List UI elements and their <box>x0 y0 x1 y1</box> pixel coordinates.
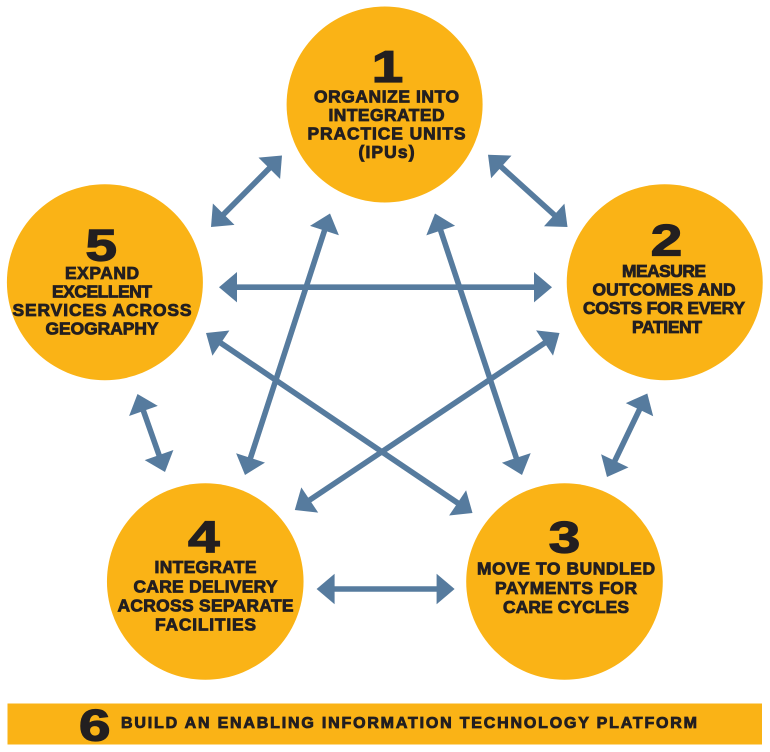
svg-text:PRACTICE UNITS: PRACTICE UNITS <box>308 123 466 143</box>
svg-text:1: 1 <box>372 42 403 92</box>
svg-text:ACROSS SEPARATE: ACROSS SEPARATE <box>118 595 294 615</box>
svg-text:3: 3 <box>549 512 580 562</box>
svg-text:EXPAND: EXPAND <box>65 263 139 283</box>
svg-text:4: 4 <box>188 512 220 562</box>
svg-text:MOVE TO BUNDLED: MOVE TO BUNDLED <box>477 559 655 579</box>
svg-text:INTEGRATE: INTEGRATE <box>155 557 257 577</box>
svg-text:INTEGRATED: INTEGRATED <box>329 105 445 125</box>
svg-text:ORGANIZE INTO: ORGANIZE INTO <box>314 86 459 106</box>
svg-text:OUTCOMES AND: OUTCOMES AND <box>593 280 736 300</box>
svg-text:PATIENT: PATIENT <box>632 317 702 337</box>
svg-text:(IPUs): (IPUs) <box>359 142 415 162</box>
svg-text:6: 6 <box>79 700 110 750</box>
svg-text:FACILITIES: FACILITIES <box>155 615 256 635</box>
svg-text:MEASURE: MEASURE <box>622 261 706 281</box>
svg-text:CARE DELIVERY: CARE DELIVERY <box>134 576 278 596</box>
svg-text:BUILD AN ENABLING INFORMATION: BUILD AN ENABLING INFORMATION TECHNOLOGY… <box>121 715 697 732</box>
svg-text:CARE CYCLES: CARE CYCLES <box>503 597 629 617</box>
svg-text:EXCELLENT: EXCELLENT <box>52 282 152 302</box>
svg-text:5: 5 <box>85 220 116 270</box>
svg-text:PAYMENTS FOR: PAYMENTS FOR <box>495 578 637 598</box>
svg-text:2: 2 <box>651 215 682 265</box>
svg-text:COSTS FOR EVERY: COSTS FOR EVERY <box>583 298 745 318</box>
svg-text:SERVICES ACROSS: SERVICES ACROSS <box>13 300 192 320</box>
svg-text:GEOGRAPHY: GEOGRAPHY <box>46 319 159 339</box>
